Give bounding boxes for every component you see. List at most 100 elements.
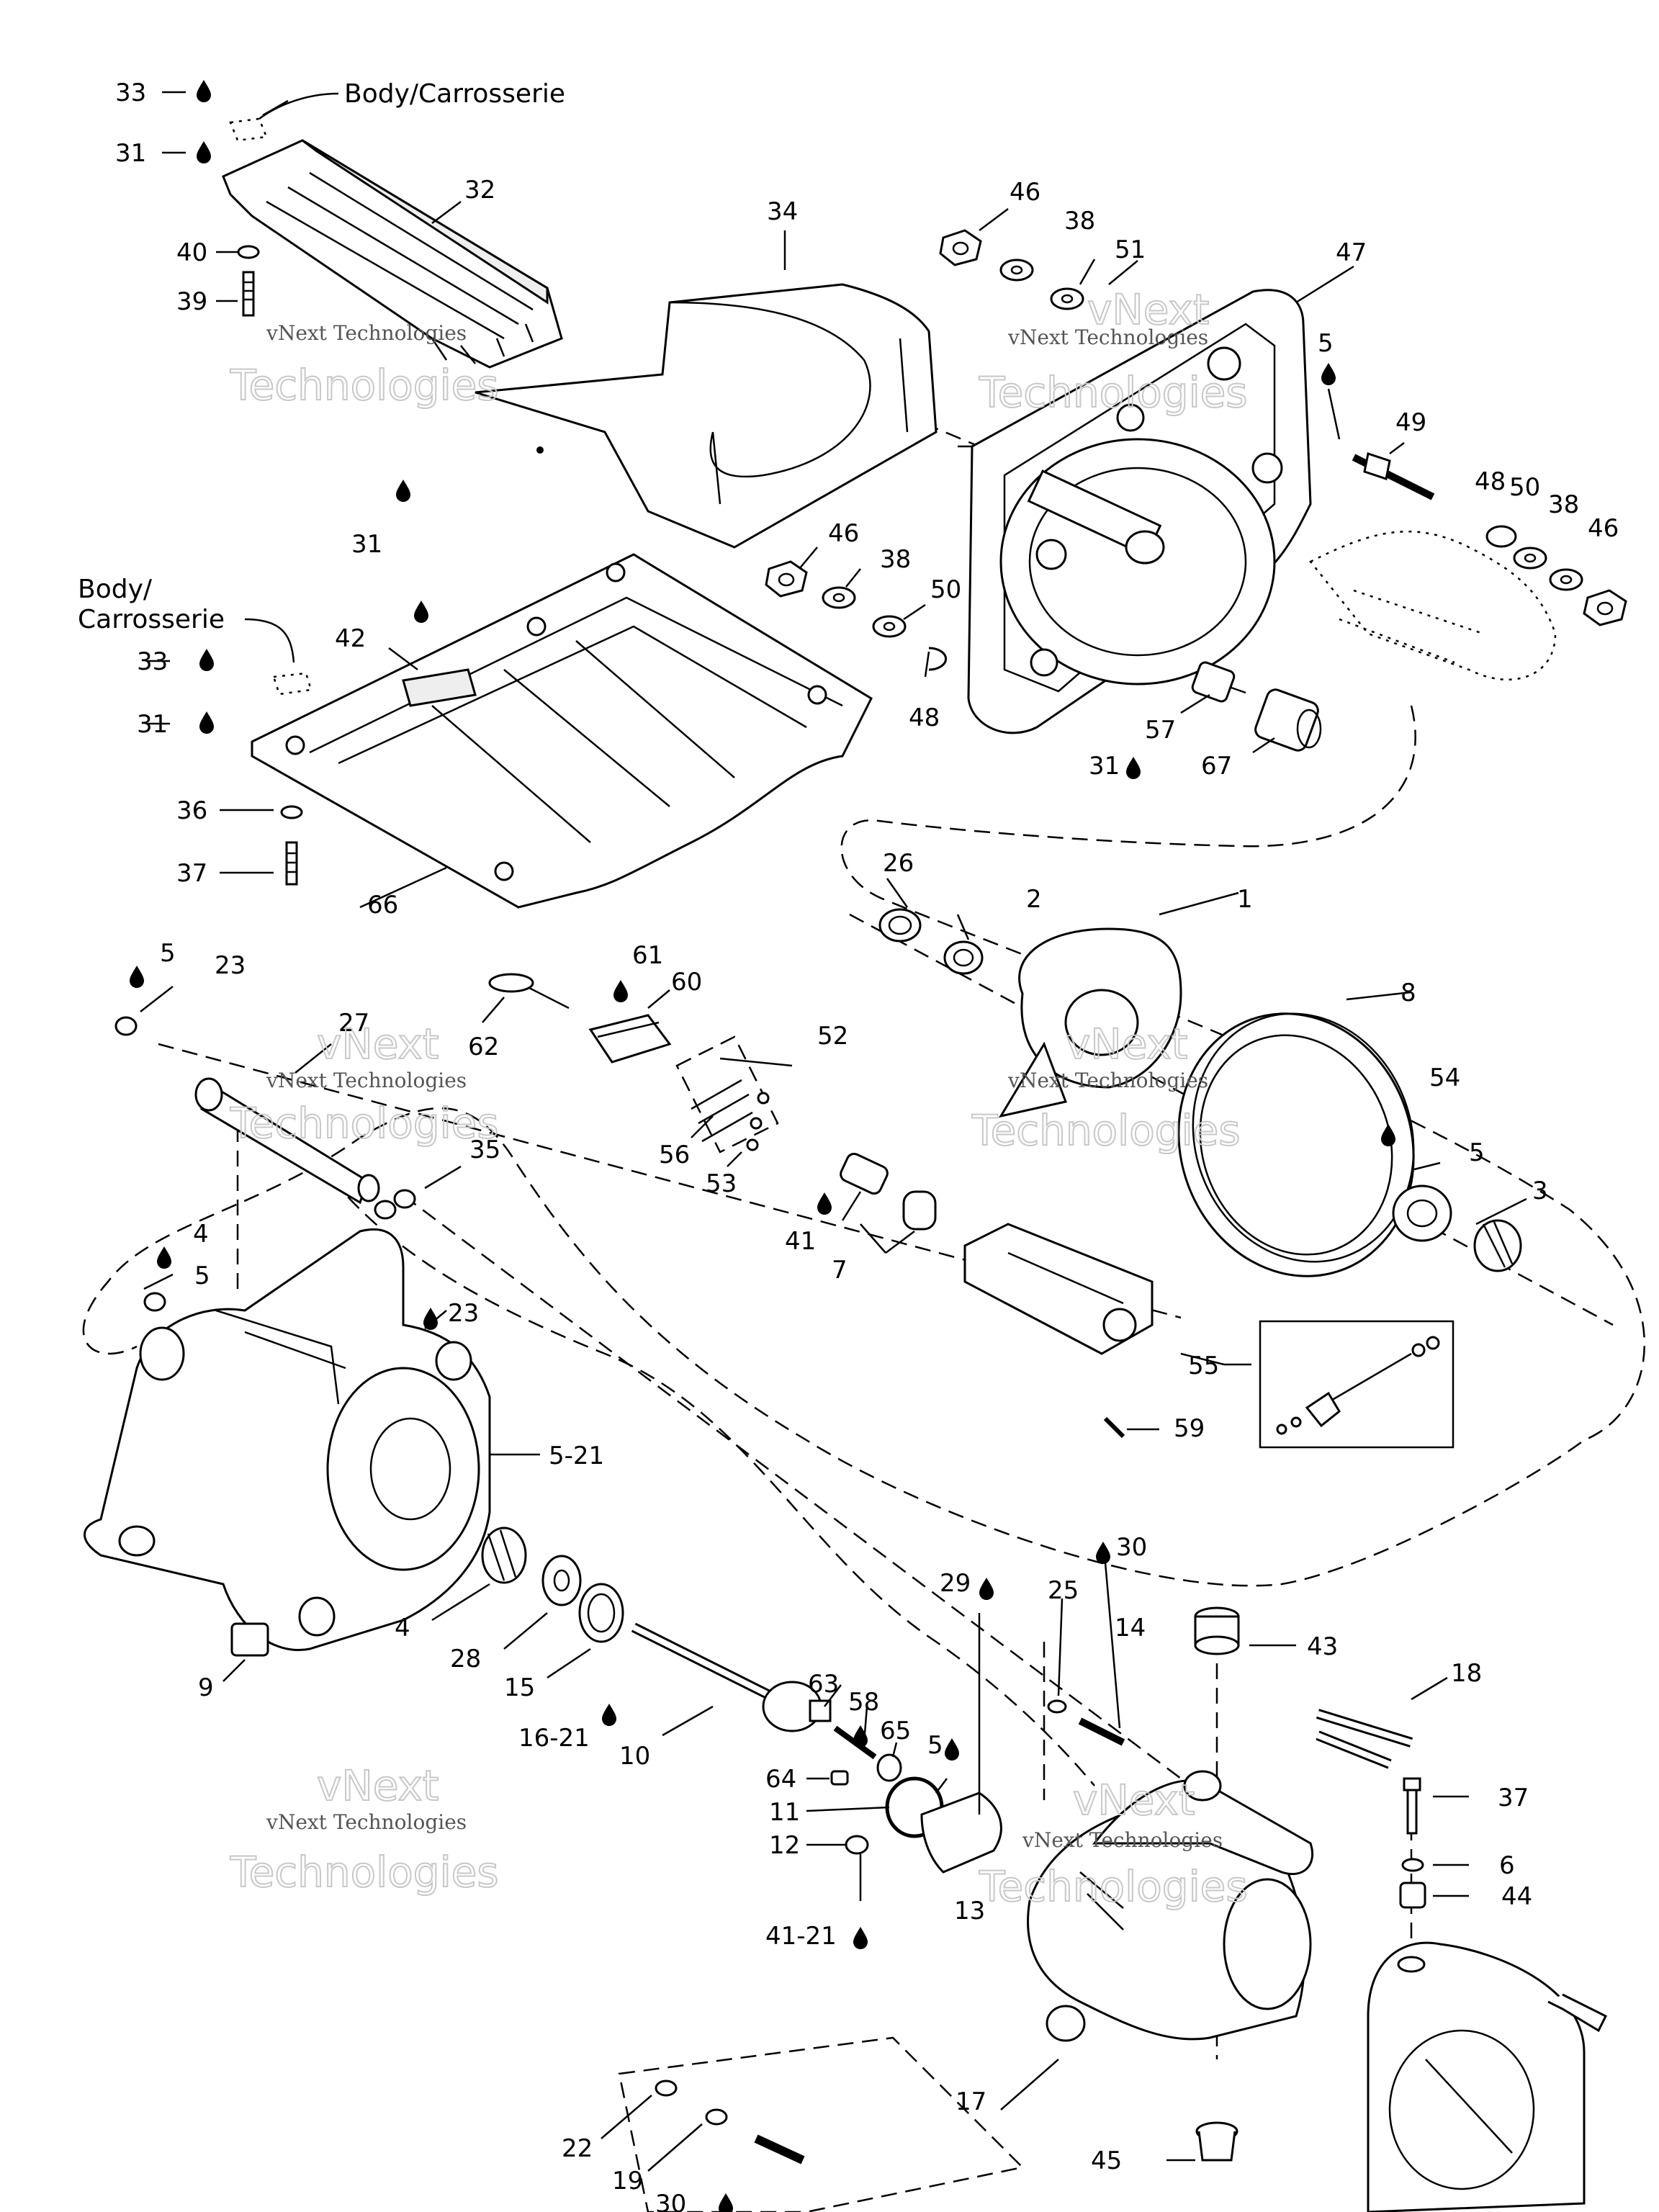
body-fastener-mid [272,672,313,696]
callout-54: 7 [832,1256,848,1285]
callout-6: 6 [1499,1851,1515,1880]
part-19-washer [705,2108,728,2126]
callout-39: 39 [176,287,207,316]
annotation-arrow-top [258,92,339,120]
part-26-bushing [878,908,922,943]
part-40-washer [237,245,260,259]
part-62-tie [488,973,570,1010]
callout-8: 8 [1401,979,1416,1007]
callout-56: 56 [659,1141,690,1169]
part-12-plug [845,1835,869,1855]
annotation-body-mid-1: Body/ [78,575,153,604]
callout-46-mid: 46 [828,519,859,548]
callout-36: 36 [176,796,207,825]
centerline-mid [403,1195,1210,1801]
part-18-pins [1316,1709,1413,1769]
part-65-spacer [876,1753,902,1782]
callout-10: 10 [619,1742,650,1771]
part-50-washer-right [1513,547,1547,570]
part-34-cover [475,283,938,549]
part-36-washer [280,805,303,819]
callout-35: 35 [469,1136,500,1164]
callout-57: 57 [1145,716,1176,745]
part-9-plug [230,1622,269,1657]
part-23-washer-mid [143,1292,166,1312]
svg-text:vNext Technologies: vNext Technologies [1007,325,1208,349]
part-60-connector [588,1014,672,1064]
callout-33-mid: 33 [137,647,168,676]
leader-lines [140,91,1527,2172]
callout-31-cover: 31 [351,530,382,559]
callout-55: 55 [1188,1352,1219,1380]
part-67-nut [1254,688,1322,752]
svg-text:vNext: vNext [317,1020,439,1069]
callout-4-left: 4 [395,1614,410,1642]
callout-59: 59 [1174,1414,1205,1443]
part-13-cap [920,1791,1002,1874]
callout-37-right: 37 [1498,1784,1529,1812]
part-46-nut-right [1583,589,1627,626]
part-43-bushing [1194,1606,1240,1655]
callout-30-top: 30 [1116,1533,1147,1562]
callout-67: 67 [1201,752,1232,781]
part-38-washer-mid [822,586,856,609]
annotation-body-mid-2: Carrosserie [78,605,225,634]
part-4-bearing-left [481,1527,527,1584]
callout-53: 53 [706,1169,737,1198]
assembly-boundary-upper [82,705,1645,1587]
callout-31: 31 [115,139,146,168]
callout-43: 43 [1307,1632,1338,1661]
callout-51: 51 [1115,235,1146,264]
svg-text:Technologies: Technologies [971,1106,1241,1155]
callout-48-mid: 48 [909,703,940,732]
svg-text:Technologies: Technologies [230,361,499,410]
callout-14: 14 [1115,1614,1146,1642]
part-35-orings [374,1189,416,1220]
svg-text:vNext: vNext [1073,1776,1195,1825]
part-37-bolt-left [285,841,298,886]
callout-11: 11 [769,1798,800,1827]
part-30-bolt-lower [754,2134,805,2164]
part-37-bolt-right [1403,1777,1421,1835]
callout-46-right: 46 [1588,514,1619,543]
callout-63: 63 [808,1670,839,1699]
hardware-kit-boundary [618,2036,1025,2212]
part-27-hose [194,1077,380,1205]
callout-38-right: 38 [1548,490,1579,519]
part-15-bearing [578,1583,624,1643]
part-17-nozzle [1027,1770,1314,2042]
callout-26: 26 [883,849,914,878]
callout-31-plate: 31 [1089,752,1120,781]
part-50-washer-mid [872,615,907,638]
callout-23-top: 23 [215,951,246,980]
svg-text:vNext: vNext [317,1761,439,1810]
callout-37-left: 37 [176,859,207,888]
part-39-bolt [242,271,255,317]
svg-text:vNext Technologies: vNext Technologies [1007,1069,1208,1092]
callout-47: 47 [1336,238,1367,267]
part-1-cone [998,927,1182,1118]
part-52-kit [675,1035,779,1154]
callout-41: 41 [785,1227,816,1256]
callout-25: 25 [1048,1576,1079,1605]
callout-16-21: 16-21 [518,1724,590,1753]
annotation-body-top: Body/Carrosserie [344,79,565,109]
part-49-stud [1352,452,1435,500]
callout-5-mid: 4 [193,1220,209,1249]
callout-38-top: 38 [1064,207,1095,235]
part-23-washer-top [114,1016,138,1036]
callout-5-cap: 5 [927,1731,943,1760]
callout-38-mid: 38 [880,545,911,574]
callout-28: 28 [450,1645,481,1673]
callout-4-right: 3 [1532,1177,1548,1205]
callout-18: 18 [1451,1659,1482,1688]
callout-32: 32 [464,176,495,204]
part-48-lockwasher-mid [928,647,947,671]
part-6-washer [1401,1858,1424,1872]
callout-29: 29 [940,1569,971,1598]
callout-labels: 33 31 32 40 39 34 46 38 51 47 5 49 48 50… [115,78,1619,2212]
callout-65: 65 [880,1717,911,1745]
callout-5-right: 54 [1429,1064,1460,1092]
callout-5-top: 5 [1318,329,1334,358]
